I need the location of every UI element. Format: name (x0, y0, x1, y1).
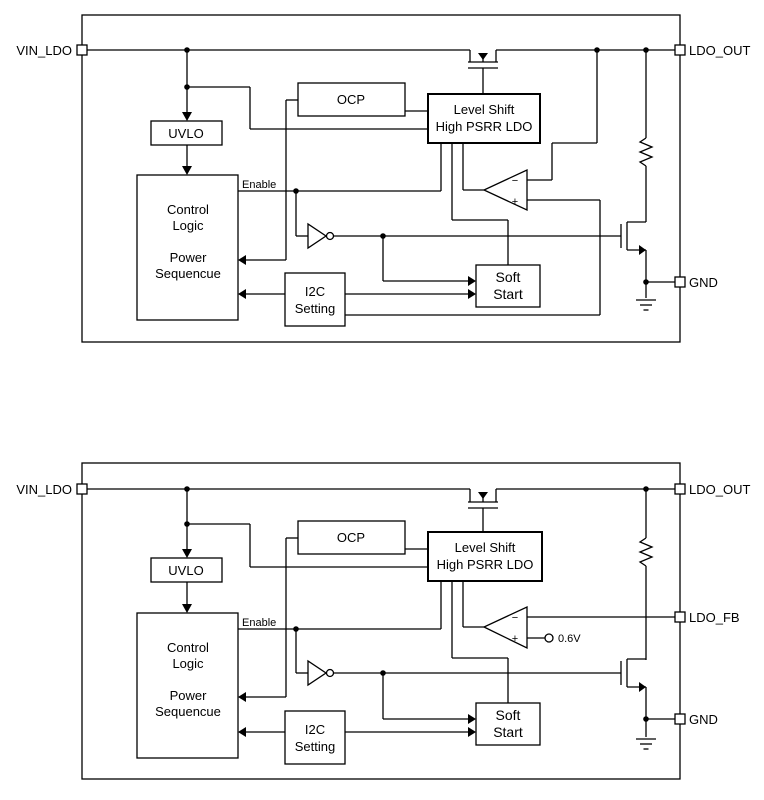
chip-outline (81, 14, 681, 343)
discharge-nmos-transistor (620, 658, 647, 737)
ground-symbol (635, 738, 657, 750)
svg-text:+: + (512, 633, 518, 645)
i2c-line1: I2C (305, 284, 325, 299)
inverter (307, 222, 335, 250)
enable-label: Enable (242, 617, 276, 629)
inverter (307, 659, 335, 687)
vin-ldo-label: VIN_LDO (16, 482, 72, 497)
ocp-block (297, 82, 406, 117)
diagram-top: VIN_LDO LDO_OUT GND U (16, 14, 750, 343)
ldo-label-line1: Level Shift (455, 540, 516, 555)
vin-ldo-pin (76, 44, 88, 56)
pass-pmos-transistor (468, 489, 498, 532)
ldo-fb-pin (674, 611, 686, 623)
diagram-bottom: VIN_LDO LDO_OUT LDO_FB GND (16, 462, 750, 780)
vin-rail (87, 47, 675, 53)
uvlo-block (150, 557, 223, 583)
ground-symbol (635, 299, 657, 311)
ldo-label-line1: Level Shift (454, 102, 515, 117)
ldo-out-pin (674, 483, 686, 495)
control-logic-block (136, 174, 239, 321)
uvlo-label: UVLO (168, 126, 203, 141)
soft-start-line2: Start (493, 286, 523, 302)
soft-start-block (475, 702, 541, 746)
soft-start-line2: Start (493, 724, 523, 740)
svg-text:−: − (512, 175, 518, 187)
vref-terminal (544, 633, 554, 643)
error-amplifier: − + (482, 605, 528, 650)
ldo-label-line2: High PSRR LDO (436, 119, 533, 134)
control-label-line2: Logic (172, 218, 204, 233)
vin-ldo-pin (76, 483, 88, 495)
ldo-out-label: LDO_OUT (689, 482, 750, 497)
discharge-resistor (638, 50, 654, 222)
ldo-out-label: LDO_OUT (689, 43, 750, 58)
control-label-line4: Sequencue (155, 704, 221, 719)
soft-start-line1: Soft (496, 269, 521, 285)
control-label-line1: Control (167, 202, 209, 217)
control-label-line1: Control (167, 640, 209, 655)
uvlo-label: UVLO (168, 563, 203, 578)
vref-label: 0.6V (558, 633, 581, 645)
gnd-pin (674, 276, 686, 288)
i2c-setting-block (284, 272, 346, 327)
gnd-label: GND (689, 275, 718, 290)
control-label-line3: Power (170, 250, 208, 265)
level-shift-ldo-block (427, 93, 541, 144)
pass-pmos-transistor (468, 50, 498, 94)
vin-rail (87, 486, 675, 492)
vin-ldo-label: VIN_LDO (16, 43, 72, 58)
control-logic-block (136, 612, 239, 759)
ldo-label-line2: High PSRR LDO (437, 557, 534, 572)
ocp-label: OCP (337, 92, 365, 107)
i2c-setting-block (284, 710, 346, 765)
i2c-line2: Setting (295, 739, 335, 754)
discharge-nmos-transistor (620, 221, 647, 298)
svg-text:−: − (512, 612, 518, 624)
gnd-pin (674, 713, 686, 725)
gnd-label: GND (689, 712, 718, 727)
ldo-fb-label: LDO_FB (689, 610, 740, 625)
control-label-line2: Logic (172, 656, 204, 671)
i2c-line1: I2C (305, 722, 325, 737)
level-shift-ldo-block (427, 531, 543, 582)
svg-text:+: + (512, 196, 518, 208)
soft-start-line1: Soft (496, 707, 521, 723)
enable-label: Enable (242, 179, 276, 191)
i2c-line2: Setting (295, 301, 335, 316)
control-label-line4: Sequencue (155, 266, 221, 281)
discharge-resistor (638, 489, 654, 660)
ocp-label: OCP (337, 530, 365, 545)
error-amplifier: − + (482, 168, 528, 212)
control-label-line3: Power (170, 688, 208, 703)
ldo-out-pin (674, 44, 686, 56)
